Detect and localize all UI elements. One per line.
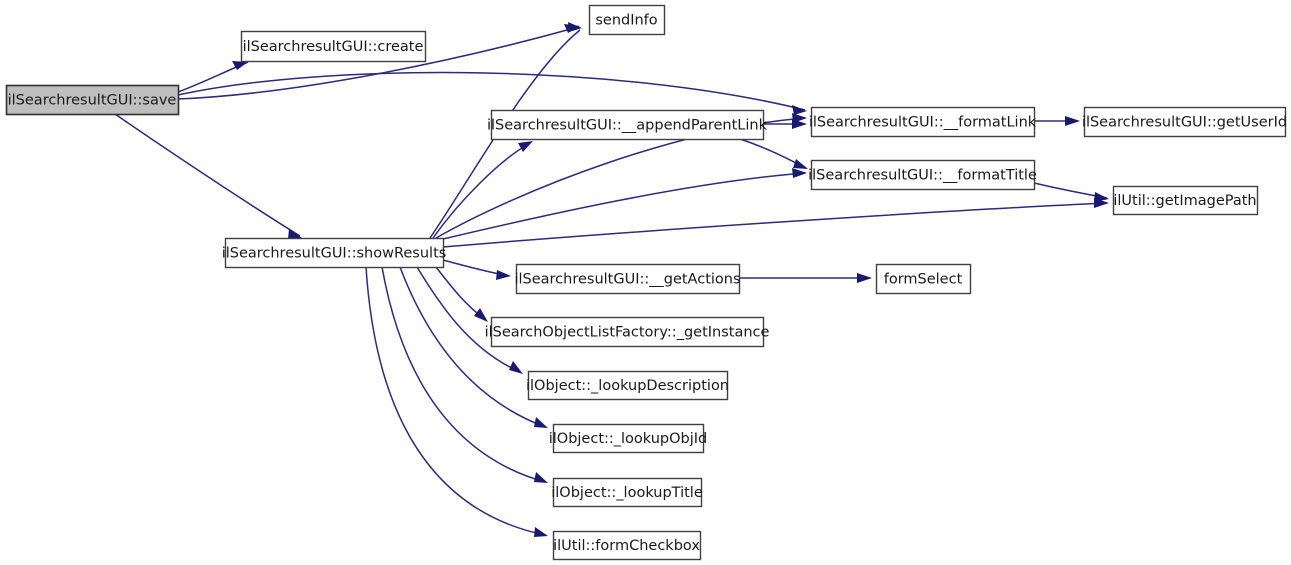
graph-node-save[interactable]: ilSearchresultGUI::save xyxy=(5,84,180,116)
node-label: ilSearchresultGUI::getUserId xyxy=(1082,115,1287,131)
arrowhead-icon xyxy=(496,270,511,280)
node-label: ilSearchresultGUI::__formatLink xyxy=(809,115,1037,131)
call-edge-showResults-to-lookupTitle xyxy=(381,266,548,483)
edge-line xyxy=(365,266,546,536)
edge-line xyxy=(438,172,806,241)
edge-line xyxy=(177,71,806,111)
call-edge-showResults-to-getActions xyxy=(442,259,511,280)
node-box[interactable] xyxy=(810,106,1036,138)
call-edge-showResults-to-lookupDescription xyxy=(416,266,523,374)
node-box[interactable] xyxy=(224,237,445,269)
call-edge-showResults-to-appendParentLink xyxy=(432,141,533,239)
node-label: ilSearchObjectListFactory::_getInstance xyxy=(485,325,770,341)
arrowhead-icon xyxy=(232,61,248,70)
call-edge-appendParentLink-to-formatTitle xyxy=(739,138,808,169)
arrowhead-icon xyxy=(857,273,872,283)
call-edge-showResults-to-getInstance xyxy=(435,266,488,322)
node-label: ilSearchresultGUI::__formatTitle xyxy=(808,168,1037,184)
graph-node-appendParentLink[interactable]: ilSearchresultGUI::__appendParentLink xyxy=(487,109,768,141)
node-box[interactable] xyxy=(1112,185,1259,216)
node-label: formSelect xyxy=(884,272,963,288)
graph-node-getInstance[interactable]: ilSearchObjectListFactory::_getInstance xyxy=(485,316,770,348)
node-label: ilSearchresultGUI::__getActions xyxy=(514,272,740,288)
node-box[interactable] xyxy=(527,370,729,401)
call-edge-showResults-to-formatTitle xyxy=(438,168,807,241)
arrowhead-icon xyxy=(288,229,302,239)
graph-node-formatLink[interactable]: ilSearchresultGUI::__formatLink xyxy=(809,106,1037,138)
arrowhead-icon xyxy=(509,361,523,374)
arrowhead-icon xyxy=(518,141,533,152)
node-label: ilSearchresultGUI::showResults xyxy=(222,246,447,262)
call-edge-save-to-create xyxy=(177,61,249,93)
edge-line xyxy=(399,266,546,428)
node-box[interactable] xyxy=(810,159,1036,191)
node-box[interactable] xyxy=(490,316,765,348)
graph-node-formatTitle[interactable]: ilSearchresultGUI::__formatTitle xyxy=(808,159,1037,191)
arrowhead-icon xyxy=(534,417,548,428)
edge-line xyxy=(432,142,531,239)
node-box[interactable] xyxy=(588,4,666,36)
call-edge-showResults-to-lookupObjId xyxy=(399,266,548,428)
call-edge-showResults-to-getImagePath xyxy=(442,198,1109,248)
call-edge-appendParentLink-to-formatLink xyxy=(763,119,807,129)
arrowhead-icon xyxy=(534,472,548,483)
graph-node-lookupObjId[interactable]: ilObject::_lookupObjId xyxy=(549,423,708,454)
arrowhead-icon xyxy=(792,105,807,115)
arrowhead-icon xyxy=(1065,116,1080,126)
node-label: sendInfo xyxy=(595,13,657,29)
graph-node-lookupTitle[interactable]: ilObject::_lookupTitle xyxy=(551,477,703,508)
node-label: ilSearchresultGUI::__appendParentLink xyxy=(487,118,768,134)
call-edge-save-to-showResults xyxy=(114,113,302,239)
graph-node-lookupDescription[interactable]: ilObject::_lookupDescription xyxy=(526,370,729,401)
edge-line xyxy=(416,266,521,373)
graph-node-getUserId[interactable]: ilSearchresultGUI::getUserId xyxy=(1082,106,1287,138)
node-box[interactable] xyxy=(552,530,702,561)
call-edge-formatLink-to-getUserId xyxy=(1034,116,1080,126)
arrowhead-icon xyxy=(1094,192,1109,202)
node-box[interactable] xyxy=(552,477,703,508)
node-label: ilUtil::getImagePath xyxy=(1113,193,1256,209)
edge-line xyxy=(442,202,1108,248)
node-box[interactable] xyxy=(5,84,180,116)
node-label: ilObject::_lookupDescription xyxy=(526,378,729,394)
nodes-layer: ilSearchresultGUI::saveilSearchresultGUI… xyxy=(5,4,1287,561)
edges-layer xyxy=(114,22,1109,537)
graph-node-sendInfo[interactable]: sendInfo xyxy=(588,4,666,36)
edge-line xyxy=(381,266,546,483)
node-box[interactable] xyxy=(490,109,765,141)
node-box[interactable] xyxy=(552,423,705,454)
graph-node-showResults[interactable]: ilSearchresultGUI::showResults xyxy=(222,237,447,269)
node-label: ilSearchresultGUI::create xyxy=(243,39,424,55)
node-box[interactable] xyxy=(515,263,741,295)
arrowhead-icon xyxy=(792,119,807,129)
node-label: ilObject::_lookupTitle xyxy=(551,485,703,501)
call-edge-save-to-formatLink xyxy=(177,71,807,115)
node-box[interactable] xyxy=(875,263,972,295)
arrowhead-icon xyxy=(568,22,582,32)
node-box[interactable] xyxy=(1083,106,1287,138)
arrowhead-icon xyxy=(534,527,548,537)
edge-line xyxy=(114,113,301,237)
node-label: ilObject::_lookupObjId xyxy=(549,431,708,447)
graph-node-formCheckbox[interactable]: ilUtil::formCheckbox xyxy=(552,530,702,561)
arrowhead-icon xyxy=(474,308,488,322)
arrowhead-icon xyxy=(792,168,807,178)
call-edge-getActions-to-formSelect xyxy=(739,273,872,283)
call-edge-showResults-to-formCheckbox xyxy=(365,266,548,537)
graph-node-getActions[interactable]: ilSearchresultGUI::__getActions xyxy=(514,263,741,295)
arrowhead-icon xyxy=(793,159,808,169)
graph-node-formSelect[interactable]: formSelect xyxy=(875,263,972,295)
graph-node-create[interactable]: ilSearchresultGUI::create xyxy=(240,30,427,63)
node-label: ilSearchresultGUI::save xyxy=(8,93,177,109)
call-edge-formatTitle-to-getImagePath xyxy=(1033,182,1109,202)
node-box[interactable] xyxy=(240,30,427,63)
node-label: ilUtil::formCheckbox xyxy=(553,538,700,554)
graph-node-getImagePath[interactable]: ilUtil::getImagePath xyxy=(1112,185,1259,216)
